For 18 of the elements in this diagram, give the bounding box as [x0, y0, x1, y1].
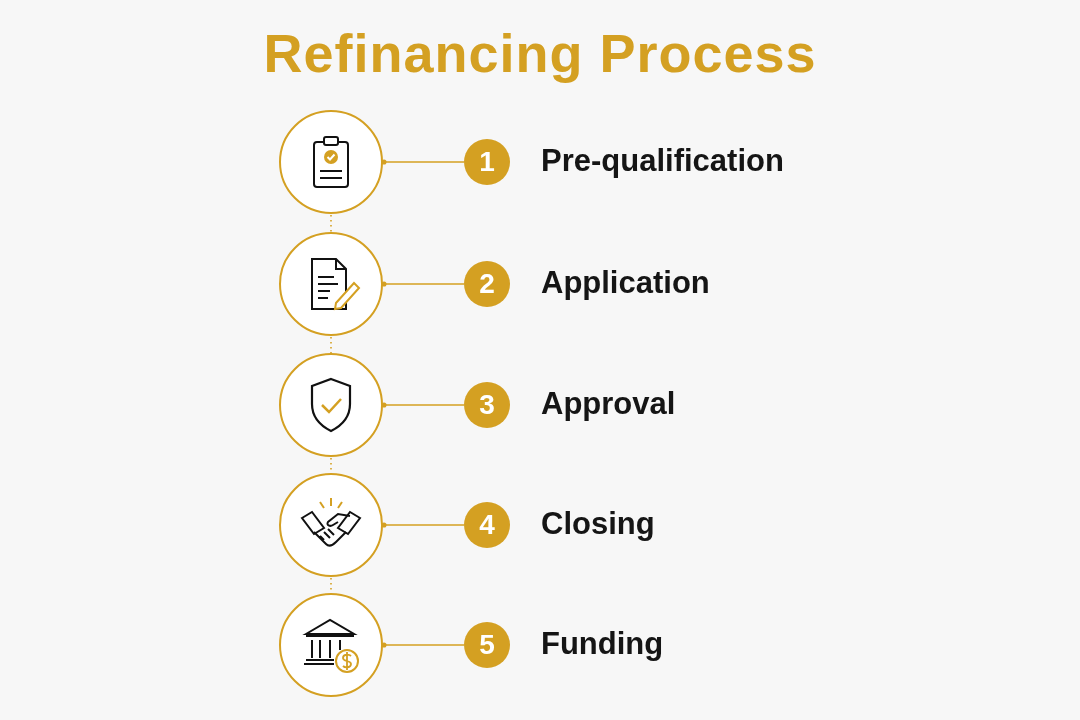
step-title: Pre-qualification — [541, 143, 784, 179]
step-title: Funding — [541, 626, 664, 662]
connector-line — [381, 402, 465, 408]
step-number-badge: 4 — [464, 502, 510, 548]
title: Refinancing Process — [262, 22, 818, 84]
step-number-badge: 5 — [464, 622, 510, 668]
step-title: Approval — [541, 386, 676, 422]
connector-line — [381, 159, 465, 165]
step-number-badge: 3 — [464, 382, 510, 428]
connector-line — [381, 642, 465, 648]
step-number-badge: 1 — [464, 139, 510, 185]
step-title: Closing — [541, 506, 655, 542]
dotted-connector — [330, 214, 332, 233]
dotted-connector — [330, 336, 332, 354]
step-number-badge: 2 — [464, 261, 510, 307]
step-title: Application — [541, 265, 710, 301]
connector-line — [381, 522, 465, 528]
connector-line — [381, 281, 465, 287]
